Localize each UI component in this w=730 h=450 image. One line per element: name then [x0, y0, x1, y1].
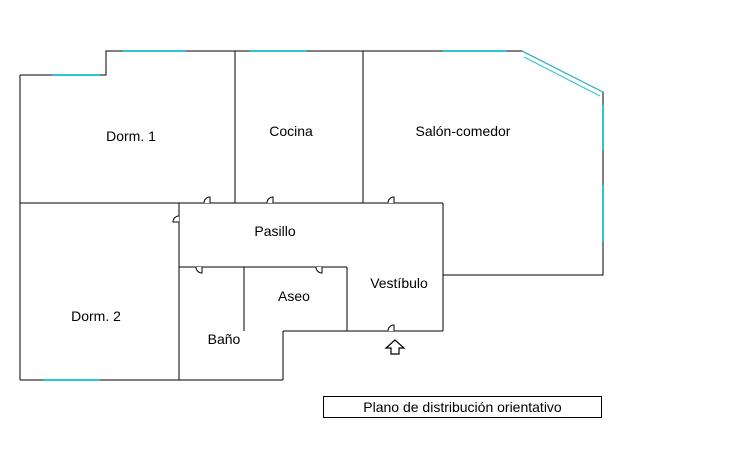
- room-label-salon: Salón-comedor: [416, 123, 511, 139]
- room-label-vestibulo: Vestíbulo: [370, 275, 428, 291]
- door-cocina: [266, 196, 274, 204]
- room-label-bano: Baño: [208, 331, 241, 347]
- plan-caption-text: Plano de distribución orientativo: [363, 399, 562, 415]
- plan-caption: Plano de distribución orientativo: [323, 396, 602, 418]
- windows: [43, 50, 604, 381]
- exterior-walls: [19, 50, 604, 381]
- room-label-aseo: Aseo: [278, 288, 310, 304]
- arrow-up-icon: [384, 339, 406, 355]
- room-label-pasillo: Pasillo: [254, 223, 295, 239]
- door-entrance: [387, 324, 395, 332]
- door-dorm1: [203, 196, 211, 204]
- doors: [172, 196, 395, 332]
- room-label-cocina: Cocina: [269, 123, 313, 139]
- door-dorm2: [172, 215, 180, 223]
- bay-window: [521, 50, 604, 97]
- door-salon: [387, 196, 395, 204]
- room-label-dorm1: Dorm. 1: [106, 128, 156, 144]
- door-aseo: [315, 266, 323, 274]
- room-label-dorm2: Dorm. 2: [71, 308, 121, 324]
- door-bano: [195, 266, 203, 274]
